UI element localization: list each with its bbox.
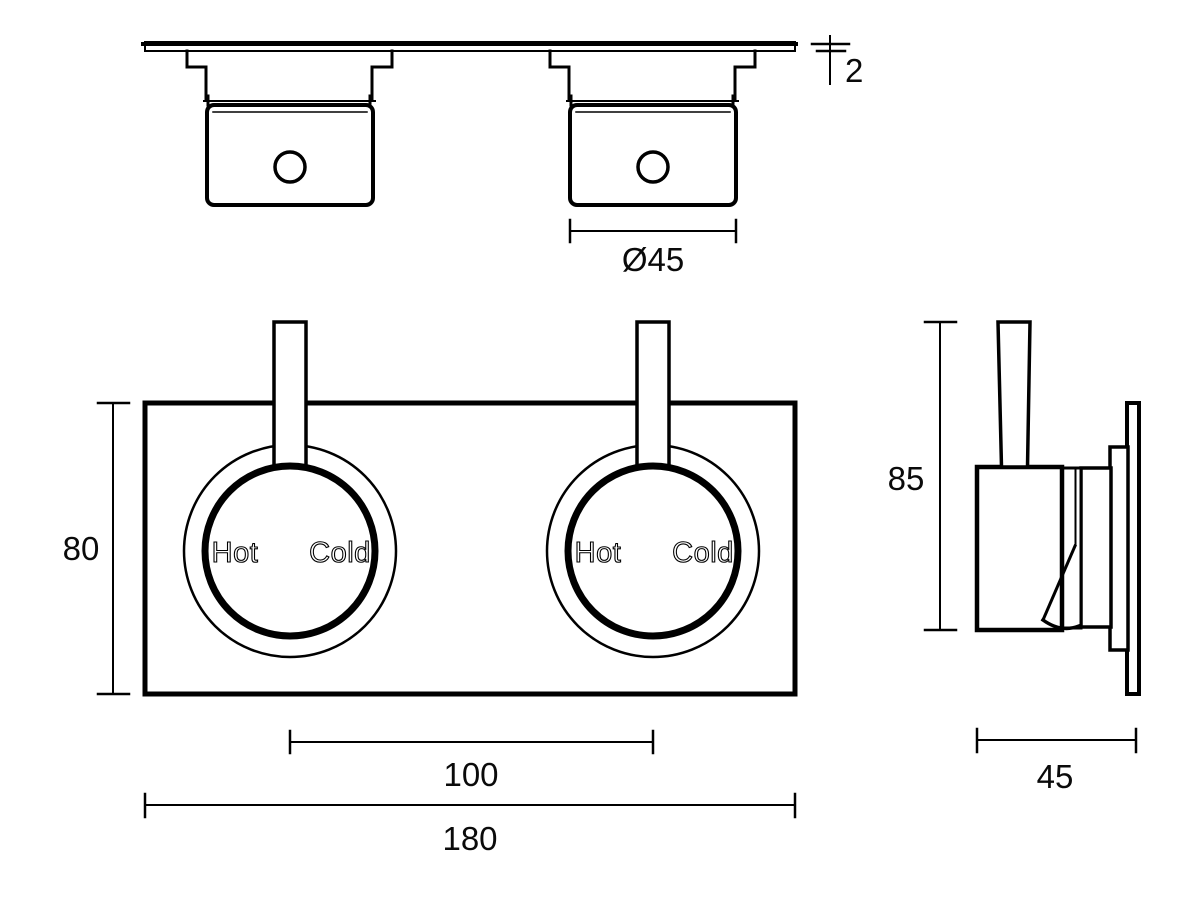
valve-unit-right xyxy=(548,49,757,207)
cold-label-left: Cold xyxy=(309,537,371,569)
dim-side-depth: 45 xyxy=(975,727,1138,795)
hot-label-right: Hot xyxy=(575,537,622,569)
bracket-inner-step xyxy=(1079,466,1113,629)
dim-label-plate-thickness: 2 xyxy=(845,52,863,89)
dim-label-body-diameter: Ø45 xyxy=(622,241,684,278)
dim-plate-width: 180 xyxy=(143,792,797,857)
dim-label-front-height: 80 xyxy=(63,530,100,567)
dim-label-handle-spacing: 100 xyxy=(443,756,498,793)
dim-body-diameter: Ø45 xyxy=(568,218,738,278)
top-view: 2 Ø45 xyxy=(141,35,863,278)
hot-label-left: Hot xyxy=(212,537,259,569)
front-view: Hot Cold Hot Cold 80 100 xyxy=(63,320,798,857)
dim-label-side-depth: 45 xyxy=(1037,758,1074,795)
dial-right: Hot Cold xyxy=(545,320,761,659)
seam-notches-left xyxy=(206,94,372,107)
side-view: 85 45 xyxy=(888,320,1141,795)
lever-tail-arc xyxy=(1040,617,1082,631)
lever-tail-diagonal xyxy=(1041,544,1077,622)
dim-label-plate-width: 180 xyxy=(442,820,497,857)
dial-face-left xyxy=(201,462,379,640)
cold-label-right: Cold xyxy=(672,537,734,569)
valve-unit-left xyxy=(185,49,394,207)
handle-body-profile xyxy=(974,464,1065,633)
dim-label-side-height: 85 xyxy=(888,460,925,497)
flange-left xyxy=(185,49,394,102)
dim-side-height: 85 xyxy=(888,320,958,632)
lever-profile xyxy=(996,320,1032,469)
flange-right xyxy=(548,49,757,102)
cartridge-neck xyxy=(1060,466,1083,630)
dim-plate-thickness: 2 xyxy=(810,35,863,89)
set-screw-hole-right xyxy=(636,150,670,184)
dim-front-height: 80 xyxy=(63,401,131,696)
dial-face-right xyxy=(564,462,742,640)
seam-notches-right xyxy=(569,94,735,107)
set-screw-hole-left xyxy=(273,150,307,184)
dim-handle-spacing: 100 xyxy=(288,729,655,793)
dial-left: Hot Cold xyxy=(182,320,398,659)
